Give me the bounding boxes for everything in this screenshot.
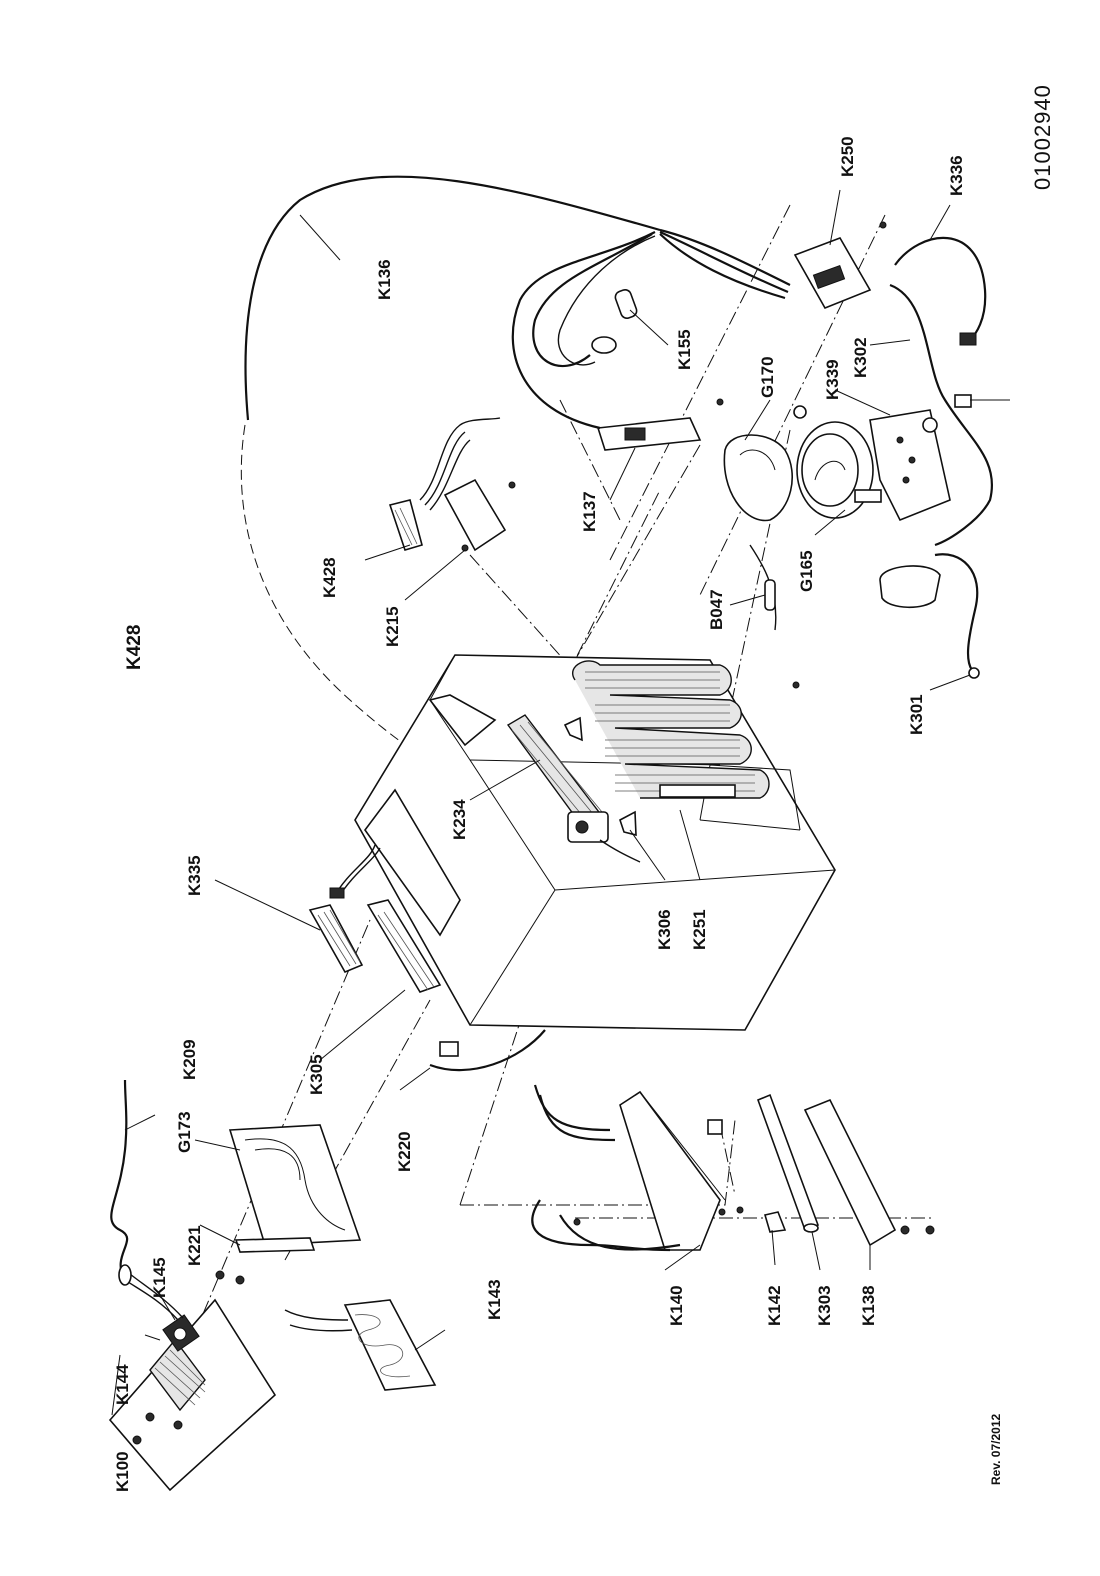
callout-k306: K306 bbox=[655, 909, 674, 950]
control-panel-k335 bbox=[308, 844, 381, 974]
callout-k209: K209 bbox=[180, 1039, 199, 1080]
power-cord-k209 bbox=[110, 1079, 132, 1286]
relay-k137 bbox=[596, 398, 724, 451]
callout-k301: K301 bbox=[907, 694, 926, 735]
callout-k142: K142 bbox=[765, 1285, 784, 1326]
display-cover-k305 bbox=[366, 899, 442, 993]
callout-k339: K339 bbox=[823, 359, 842, 400]
compressor-mount-k339 bbox=[793, 394, 1010, 522]
callout-g173: G173 bbox=[175, 1111, 194, 1153]
cable-k336 bbox=[894, 237, 987, 346]
document-number: 01002940 bbox=[1030, 84, 1055, 190]
callout-k303: K303 bbox=[815, 1285, 834, 1326]
callout-k155: K155 bbox=[675, 329, 694, 370]
clip-k142 bbox=[763, 1211, 787, 1233]
callout-k234: K234 bbox=[450, 799, 469, 840]
control-board-k428 bbox=[388, 417, 501, 551]
blower-fan-k234 bbox=[506, 714, 641, 863]
screws bbox=[132, 681, 800, 1445]
callout-k136: K136 bbox=[375, 259, 394, 300]
cable-harness-k136 bbox=[244, 175, 791, 430]
callout-k137: K137 bbox=[580, 491, 599, 532]
callout-k428-board: K428 bbox=[320, 557, 339, 598]
terminal-cover bbox=[879, 565, 941, 609]
board-bracket-k215 bbox=[443, 478, 516, 552]
tube-k303 bbox=[756, 1093, 820, 1233]
condenser-coil-k251 bbox=[572, 660, 770, 799]
cover-plate-k138 bbox=[803, 1098, 935, 1247]
heater-mat-k143 bbox=[284, 1299, 437, 1391]
callout-k305: K305 bbox=[307, 1054, 326, 1095]
callout-b047: B047 bbox=[707, 589, 726, 630]
callout-k251: K251 bbox=[690, 909, 709, 950]
callout-k100: K100 bbox=[113, 1451, 132, 1492]
drip-tray-k140 bbox=[531, 1084, 726, 1252]
callout-k144: K144 bbox=[113, 1364, 132, 1405]
door-panel-k144 bbox=[108, 1273, 277, 1492]
callout-k336: K336 bbox=[947, 155, 966, 196]
callout-k140: K140 bbox=[667, 1285, 686, 1326]
callout-k302: K302 bbox=[851, 337, 870, 378]
revision-date: Rev. 07/2012 bbox=[989, 1414, 1003, 1485]
thermostat-k155 bbox=[591, 288, 638, 354]
sensor-k220 bbox=[429, 1029, 546, 1072]
bracket-k221 bbox=[215, 1237, 316, 1285]
cable-k301 bbox=[934, 553, 980, 679]
callout-k335: K335 bbox=[185, 855, 204, 896]
callout-k220: K220 bbox=[395, 1131, 414, 1172]
callout-labels: K100 K144 K145 K221 G173 K209 K143 K220 … bbox=[113, 136, 966, 1492]
terminal-block-k250 bbox=[793, 221, 887, 310]
drawing-title: K428 bbox=[124, 625, 145, 670]
panel-g173 bbox=[228, 1124, 362, 1246]
callout-k145: K145 bbox=[150, 1257, 169, 1298]
callout-k138: K138 bbox=[859, 1285, 878, 1326]
callout-leaders bbox=[111, 189, 971, 1416]
compressor-shroud-g170 bbox=[723, 434, 793, 522]
callout-k221: K221 bbox=[185, 1225, 204, 1266]
callout-k250: K250 bbox=[838, 136, 857, 177]
callout-k143: K143 bbox=[485, 1279, 504, 1320]
callout-g165: G165 bbox=[797, 550, 816, 592]
compressor-g165 bbox=[796, 421, 882, 519]
callout-g170: G170 bbox=[758, 356, 777, 398]
callout-k215: K215 bbox=[383, 606, 402, 647]
cable-k302 bbox=[889, 283, 993, 547]
